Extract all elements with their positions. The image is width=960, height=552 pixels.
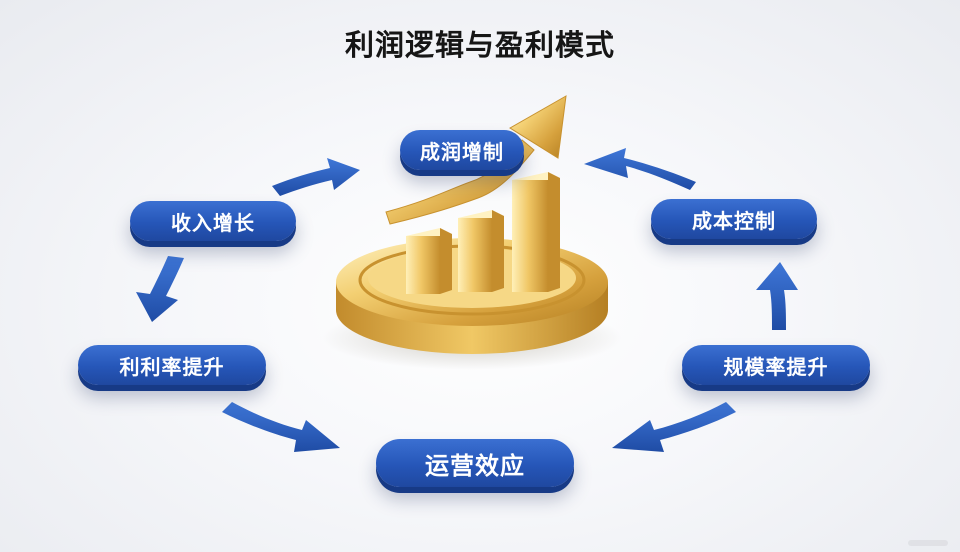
node-cost-control: 成本控制 — [651, 199, 817, 239]
watermark — [908, 540, 948, 546]
arrow-revenue-to-profit-icon — [272, 158, 360, 196]
bar-chart-sculpture — [406, 172, 560, 294]
node-scale-improve: 规模率提升 — [682, 345, 870, 385]
node-ops-effect: 运营效应 — [376, 439, 574, 487]
arrow-scale-to-cost-icon — [756, 262, 798, 330]
arrow-scale-to-ops-icon — [612, 402, 736, 452]
arrow-cost-to-profit-icon — [584, 148, 696, 190]
node-profit-growth: 成润增制 — [400, 130, 524, 170]
cycle-arrows — [136, 148, 798, 452]
growth-arrow-icon — [385, 95, 567, 225]
page-title: 利润逻辑与盈利模式 — [344, 28, 615, 62]
node-margin-improve: 利利率提升 — [78, 345, 266, 385]
arrow-margin-to-ops-icon — [222, 402, 340, 452]
arrow-revenue-to-margin-icon — [136, 256, 184, 322]
node-revenue-growth: 收入增长 — [130, 201, 296, 241]
